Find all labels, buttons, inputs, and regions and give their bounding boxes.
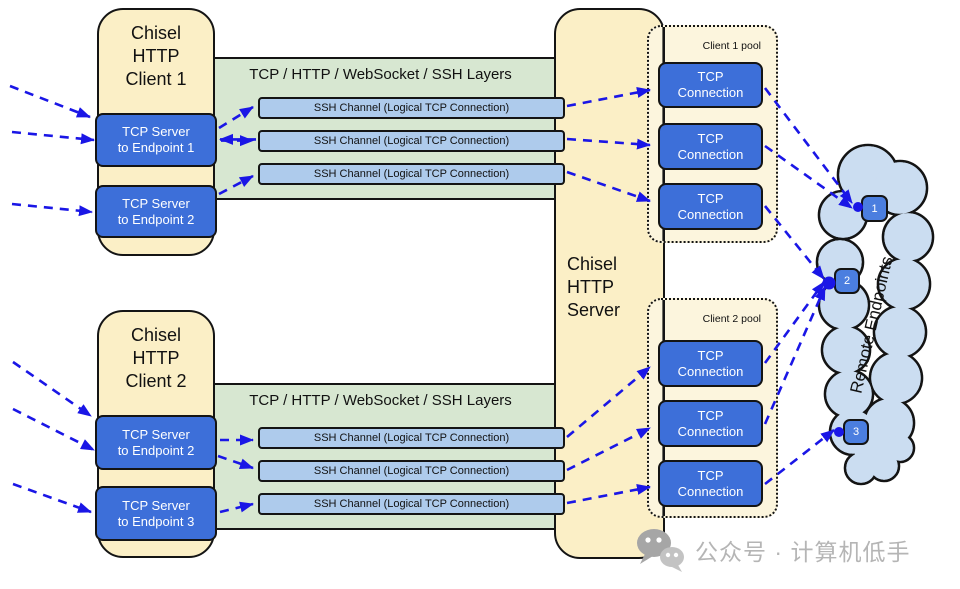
- endpoint-dots: [822, 202, 863, 437]
- layers-band-label: TCP / HTTP / WebSocket / SSH Layers: [249, 66, 512, 83]
- pool-label: Client 1 pool: [702, 40, 761, 52]
- ssh-channel-c1-1: SSH Channel (Logical TCP Connection): [258, 97, 565, 119]
- endpoint-node-3: 3: [843, 419, 869, 445]
- endpoint-node-1: 1: [861, 195, 888, 222]
- ssh-channel-c2-1: SSH Channel (Logical TCP Connection): [258, 427, 565, 449]
- chisel-client1-title: Chisel HTTP Client 1: [125, 23, 187, 89]
- tcp-server-c1-ep1: TCP Server to Endpoint 1: [95, 113, 217, 167]
- pool-label: Client 2 pool: [702, 313, 761, 325]
- layers-band-label: TCP / HTTP / WebSocket / SSH Layers: [249, 392, 512, 409]
- tcp-connection-p1-3: TCP Connection: [658, 183, 763, 230]
- watermark-text: 公众号 · 计算机低手: [695, 539, 911, 565]
- tcp-server-c1-ep2: TCP Server to Endpoint 2: [95, 185, 217, 238]
- tcp-server-c2-ep3: TCP Server to Endpoint 3: [95, 486, 217, 541]
- chisel-server-title: Chisel HTTP Server: [567, 254, 621, 320]
- ssh-channel-c2-2: SSH Channel (Logical TCP Connection): [258, 460, 565, 482]
- ssh-channel-c2-3: SSH Channel (Logical TCP Connection): [258, 493, 565, 515]
- tcp-server-c2-ep2: TCP Server to Endpoint 2: [95, 415, 217, 470]
- ssh-channel-c1-3: SSH Channel (Logical TCP Connection): [258, 163, 565, 185]
- incoming-user-arrows: [9, 84, 95, 514]
- tcp-connection-p1-1: TCP Connection: [658, 62, 763, 108]
- wechat-icon: [637, 529, 684, 572]
- ssh-channel-c1-2: SSH Channel (Logical TCP Connection): [258, 130, 565, 152]
- watermark: 公众号 · 计算机低手: [634, 527, 910, 573]
- tcp-connection-p2-1: TCP Connection: [658, 340, 763, 387]
- tcp-connection-p2-2: TCP Connection: [658, 400, 763, 447]
- tcp-connection-p1-2: TCP Connection: [658, 123, 763, 170]
- chisel-client2-title: Chisel HTTP Client 2: [125, 325, 187, 391]
- tcp-connection-p2-3: TCP Connection: [658, 460, 763, 507]
- endpoint-node-2: 2: [834, 268, 860, 294]
